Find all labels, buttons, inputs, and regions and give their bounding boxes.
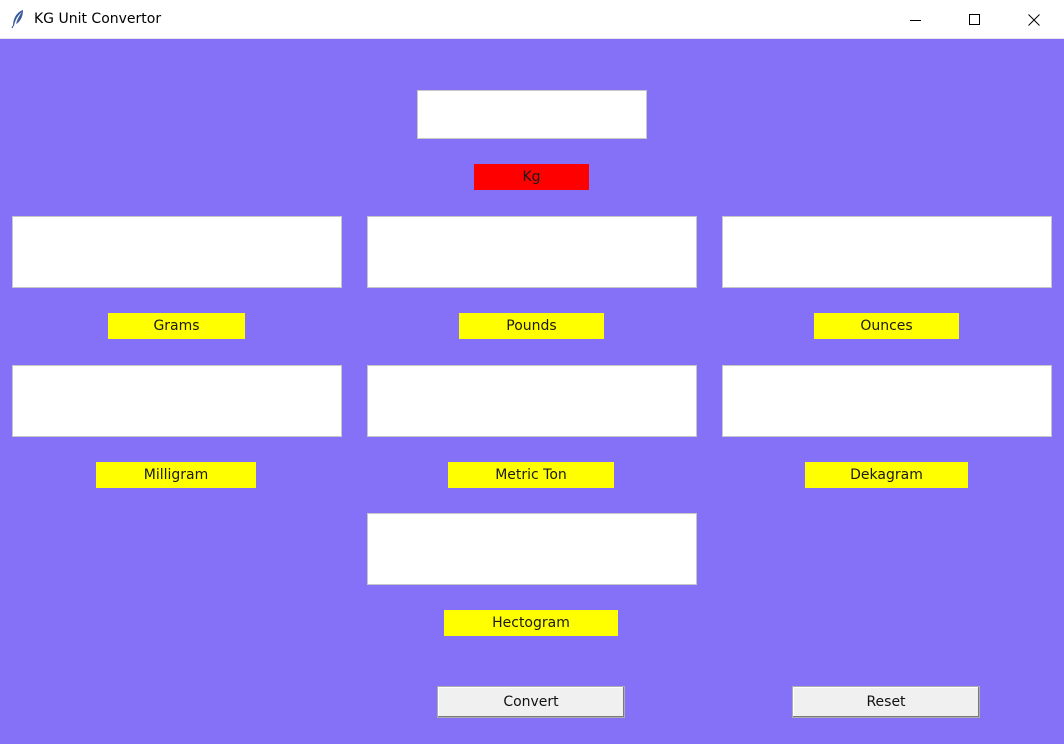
title-bar[interactable]: KG Unit Convertor [0,0,1064,39]
ounces-output[interactable] [722,216,1052,288]
dekagram-output[interactable] [722,365,1052,437]
convert-button[interactable]: Convert [437,686,625,718]
grams-label: Grams [108,313,245,339]
kg-label: Kg [474,164,589,190]
kg-input[interactable] [417,90,647,139]
maximize-button[interactable] [952,0,998,39]
pounds-output[interactable] [367,216,697,288]
minimize-button[interactable] [893,0,939,39]
grams-output[interactable] [12,216,342,288]
hectogram-label: Hectogram [444,610,618,636]
pounds-label: Pounds [459,313,604,339]
minimize-icon [910,19,921,21]
close-button[interactable] [1011,0,1057,39]
dekagram-label: Dekagram [805,462,968,488]
ounces-label: Ounces [814,313,959,339]
metric-ton-output[interactable] [367,365,697,437]
milligram-label: Milligram [96,462,256,488]
window-title: KG Unit Convertor [34,11,162,27]
reset-button[interactable]: Reset [792,686,980,718]
milligram-output[interactable] [12,365,342,437]
hectogram-output[interactable] [367,513,697,585]
close-icon [1028,13,1040,26]
metric-ton-label: Metric Ton [448,462,614,488]
maximize-icon [969,13,980,25]
converter-panel: Kg Grams Pounds Ounces Milligram Metric … [0,39,1064,744]
feather-icon [11,10,23,29]
